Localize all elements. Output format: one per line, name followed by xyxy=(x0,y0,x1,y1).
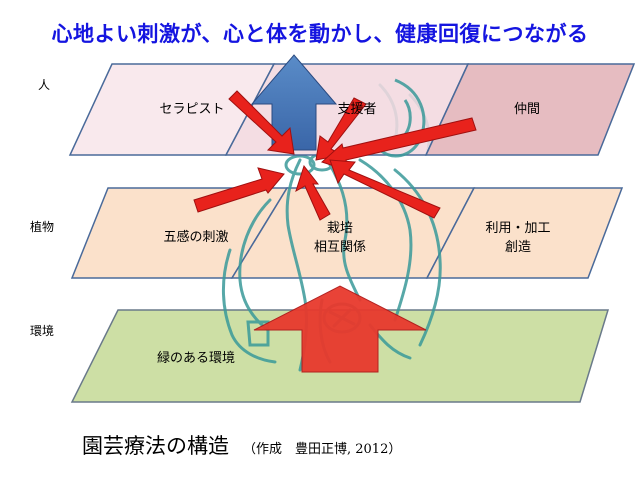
headline: 心地よい刺激が、心と体を動かし、健康回復につながる xyxy=(51,22,589,46)
side-label-plants: 植物 xyxy=(30,220,55,234)
plants-cell-label-use-processing: 利用・加工 xyxy=(485,221,550,236)
environment-cell-label: 緑のある環境 xyxy=(157,351,235,366)
stimulus-arrow-from-right xyxy=(329,159,441,219)
plants-cell-label-creation: 創造 xyxy=(505,240,531,255)
plants-layer-cell-3 xyxy=(425,187,624,279)
plants-cell-label-interrelation: 相互関係 xyxy=(314,240,366,255)
caption-title: 園芸療法の構造 xyxy=(82,434,229,458)
plants-cell-label-cultivation: 栽培 xyxy=(327,220,353,236)
caption-credit: （作成 豊田正博, 2012） xyxy=(243,442,402,457)
people-layer-cell-3 xyxy=(424,63,636,156)
side-label-people: 人 xyxy=(38,78,51,92)
diagram-caption: 園芸療法の構造 （作成 豊田正博, 2012） xyxy=(82,430,401,460)
people-cell-label-peers: 仲間 xyxy=(514,102,540,117)
plants-cell-label-senses: 五感の刺激 xyxy=(163,229,228,245)
stimulus-arrow-from-left xyxy=(193,167,285,213)
stimulus-arrow-from-therapist xyxy=(228,90,295,155)
red-converging-arrow-icon xyxy=(193,90,477,221)
blue-up-arrow-icon xyxy=(250,54,338,151)
people-cell-label-therapist: セラピスト xyxy=(159,102,224,117)
stimulus-arrow-from-center-below xyxy=(295,164,331,221)
red-up-arrow-icon xyxy=(253,285,427,373)
people-cell-label-supporter: 支援者 xyxy=(337,102,376,117)
side-label-environment: 環境 xyxy=(30,324,55,338)
